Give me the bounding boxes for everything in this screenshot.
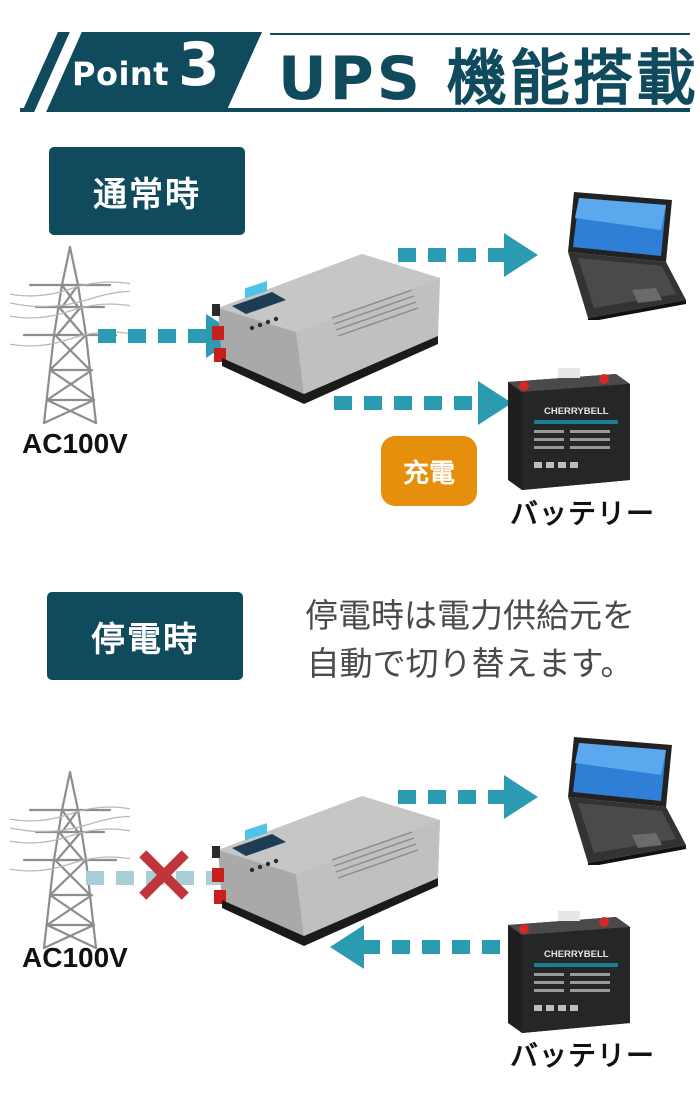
- arrow-head-icon: [504, 233, 538, 277]
- battery-label: バッテリー: [510, 1039, 656, 1072]
- point-number: 3: [178, 30, 220, 100]
- grid-to-inverter-arrow-line: [98, 329, 208, 343]
- inverter-to-laptop-arrow-line: [398, 790, 506, 804]
- point-word: Point: [72, 55, 169, 93]
- battery-image: [504, 905, 634, 1035]
- charge-badge: 充電: [381, 436, 477, 506]
- battery-to-inverter-arrow-line: [362, 940, 502, 954]
- inverter-to-laptop-arrow-line: [398, 248, 506, 262]
- power-tower-icon: [10, 770, 130, 950]
- outage-label-box: 停電時: [47, 592, 243, 680]
- battery-image: [504, 362, 634, 492]
- inverter-image: [212, 790, 442, 950]
- normal-label: 通常時: [93, 174, 201, 215]
- outage-description: 停電時は電力供給元を 自動で切り替えます。: [280, 592, 660, 688]
- normal-label-box: 通常時: [49, 147, 245, 235]
- charge-label: 充電: [402, 458, 455, 489]
- outage-description-line1: 停電時は電力供給元を: [305, 596, 635, 635]
- ac-label: AC100V: [22, 428, 128, 459]
- battery-label: バッテリー: [510, 497, 656, 530]
- arrow-head-icon: [504, 775, 538, 819]
- page-title: UPS 機能搭載: [278, 44, 699, 114]
- laptop-image: [548, 735, 688, 865]
- inverter-image: [212, 248, 442, 408]
- point-badge: [22, 32, 262, 112]
- inverter-to-battery-arrow-line: [334, 396, 480, 410]
- disconnect-cross-icon: [138, 850, 188, 900]
- header-top-rule: [270, 33, 690, 35]
- outage-description-line2: 自動で切り替えます。: [306, 644, 634, 683]
- header-bottom-rule: [20, 108, 690, 112]
- laptop-image: [548, 190, 688, 320]
- ac-label: AC100V: [22, 942, 128, 973]
- outage-label: 停電時: [91, 619, 199, 660]
- arrow-head-icon: [478, 381, 512, 425]
- arrow-head-left-icon: [330, 925, 364, 969]
